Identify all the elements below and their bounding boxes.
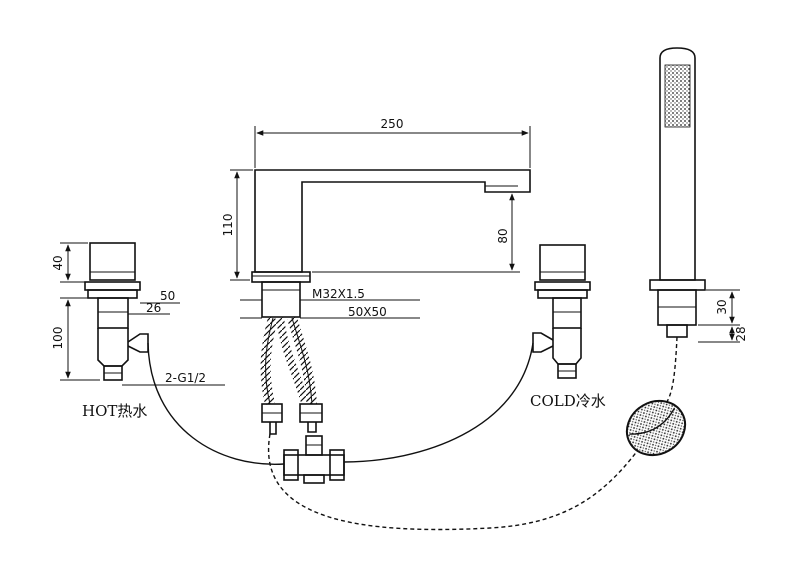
shower-head — [625, 399, 687, 457]
dim-shower — [698, 289, 740, 343]
dim-text-flange-width: 50 — [160, 289, 175, 303]
dim-spout-length — [254, 126, 531, 168]
braided-hoses — [260, 316, 323, 435]
dim-text-spout-length: 250 — [381, 117, 404, 131]
dim-text-handle-height: 40 — [51, 255, 65, 270]
dim-text-base-size: 50X50 — [348, 305, 387, 319]
dim-text-valve-height: 100 — [51, 327, 65, 350]
hot-label: HOT热水 — [82, 402, 147, 420]
dim-text-holder-base: 28 — [734, 326, 748, 341]
diverter-tee — [283, 435, 345, 484]
dim-spout-height — [230, 169, 253, 281]
dim-hot — [60, 242, 225, 386]
dim-text-mount-thread: M32X1.5 — [312, 287, 365, 301]
connecting-hoses — [147, 336, 678, 531]
dim-text-body-width: 26 — [146, 301, 161, 315]
dim-text-spout-height: 110 — [221, 214, 235, 237]
dim-text-spout-clearance: 80 — [496, 228, 510, 243]
dim-text-inlet-thread: 2-G1/2 — [165, 371, 206, 385]
cold-valve — [532, 244, 591, 379]
cold-label: COLD冷水 — [530, 392, 606, 410]
dim-text-holder-height: 30 — [715, 299, 729, 314]
dim-spout-clearance — [312, 193, 520, 273]
hot-valve — [84, 242, 149, 381]
hand-shower — [649, 47, 706, 338]
dim-mount — [240, 299, 420, 319]
spout — [251, 169, 531, 318]
